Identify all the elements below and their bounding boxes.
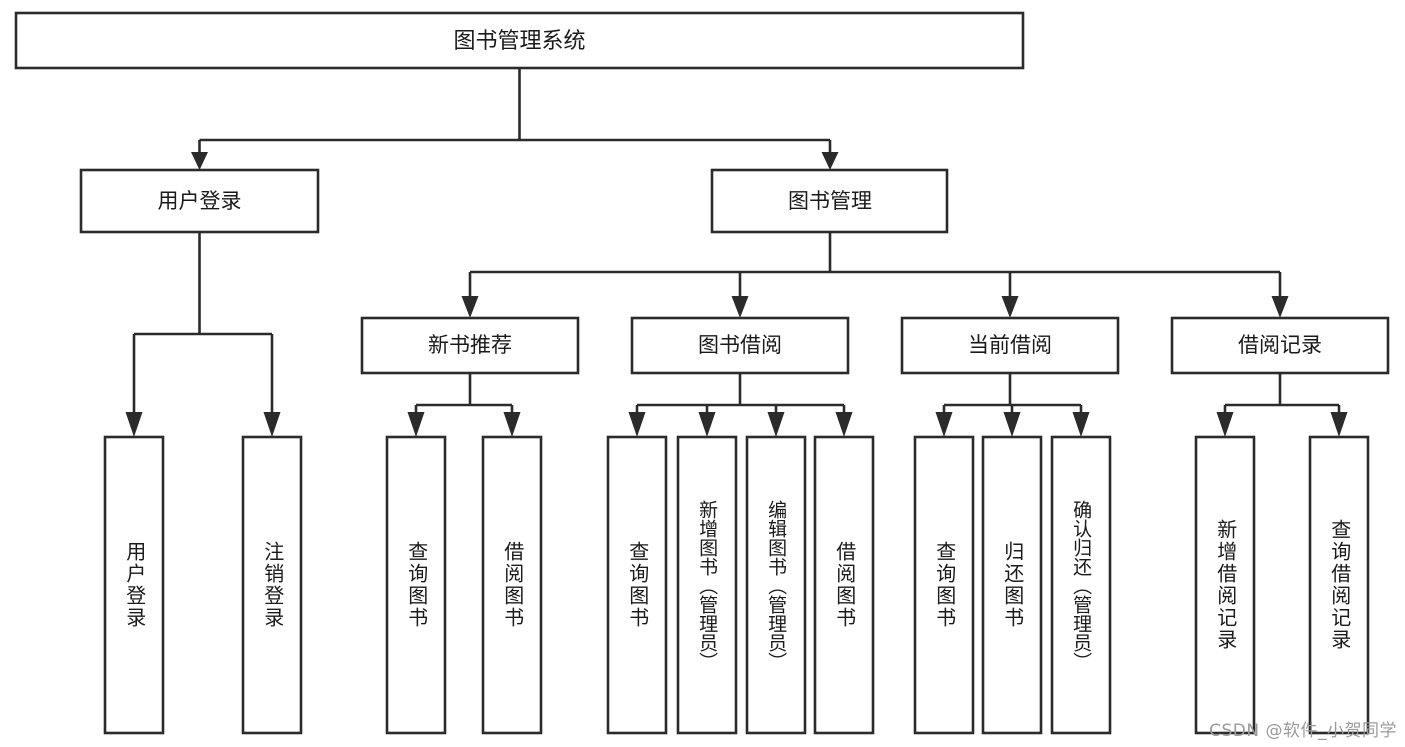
arrow-to-leaf-borrow-book-1 <box>503 412 521 437</box>
csdn-watermark: CSDN @软件_小贺同学 <box>1209 721 1397 741</box>
node-borrow-record-box <box>1170 316 1390 375</box>
arrow-to-leaf-borrow-book-2 <box>835 412 853 437</box>
leaf-box-layer <box>103 435 1370 735</box>
arrow-to-leaf-user-login <box>125 412 143 437</box>
node-root[interactable]: 图书管理系统 <box>14 11 1025 70</box>
node-user-login-box <box>79 168 320 234</box>
leaf-edit-book-box[interactable] <box>745 435 807 735</box>
node-borrow-record[interactable]: 借阅记录 <box>1170 316 1390 375</box>
node-user-login[interactable]: 用户登录 <box>79 168 320 234</box>
node-current-borrow-box <box>900 316 1120 375</box>
node-root-box <box>14 11 1025 70</box>
leaf-query-book-2-box[interactable] <box>606 435 668 735</box>
arrow-to-leaf-logout <box>263 412 281 437</box>
node-book-manage-label: 图书管理 <box>788 189 872 213</box>
node-current-borrow-label: 当前借阅 <box>968 333 1052 357</box>
node-root-label: 图书管理系统 <box>453 29 585 54</box>
arrow-to-leaf-add-book <box>698 412 716 437</box>
node-new-book-rec[interactable]: 新书推荐 <box>360 316 580 375</box>
leaf-borrow-book-2-box[interactable] <box>813 435 875 735</box>
arrow-to-leaf-query-book-3 <box>935 412 953 437</box>
arrow-to-leaf-query-book-1 <box>407 412 425 437</box>
leaf-confirm-return-box[interactable] <box>1050 435 1112 735</box>
arrow-to-leaf-add-record <box>1216 412 1234 437</box>
node-borrow-record-label: 借阅记录 <box>1238 333 1322 357</box>
arrow-to-leaf-query-book-2 <box>628 412 646 437</box>
node-new-book-rec-label: 新书推荐 <box>428 333 512 357</box>
leaf-query-book-1-box[interactable] <box>385 435 447 735</box>
leaf-return-book-box[interactable] <box>981 435 1043 735</box>
node-book-manage-box <box>710 168 949 234</box>
arrow-to-leaf-confirm-return <box>1072 412 1090 437</box>
node-book-borrow-box <box>630 316 850 375</box>
arrow-to-leaf-query-record <box>1330 412 1348 437</box>
node-book-manage[interactable]: 图书管理 <box>710 168 949 234</box>
leaf-borrow-book-1-box[interactable] <box>481 435 543 735</box>
leaf-add-record-box[interactable] <box>1194 435 1256 735</box>
connector-layer <box>125 68 1348 437</box>
node-book-borrow-label: 图书借阅 <box>698 333 782 357</box>
node-book-borrow[interactable]: 图书借阅 <box>630 316 850 375</box>
arrow-to-leaf-return-book <box>1003 412 1021 437</box>
arrow-root-to-book-manage <box>821 152 839 170</box>
arrow-to-borrow-record <box>1271 296 1289 318</box>
leaf-logout-box[interactable] <box>241 435 303 735</box>
arrow-to-new-book-rec <box>461 296 479 318</box>
arrow-to-current-borrow <box>1001 296 1019 318</box>
leaf-add-book-box[interactable] <box>676 435 738 735</box>
arrow-to-book-borrow <box>731 296 749 318</box>
arrow-root-to-user-login <box>191 152 208 170</box>
node-current-borrow[interactable]: 当前借阅 <box>900 316 1120 375</box>
node-new-book-rec-box <box>360 316 580 375</box>
leaf-query-record-box[interactable] <box>1308 435 1370 735</box>
leaf-query-book-3-box[interactable] <box>913 435 975 735</box>
node-user-login-label: 用户登录 <box>158 189 242 213</box>
arrow-to-leaf-edit-book <box>767 412 785 437</box>
leaf-user-login-box[interactable] <box>103 435 165 735</box>
